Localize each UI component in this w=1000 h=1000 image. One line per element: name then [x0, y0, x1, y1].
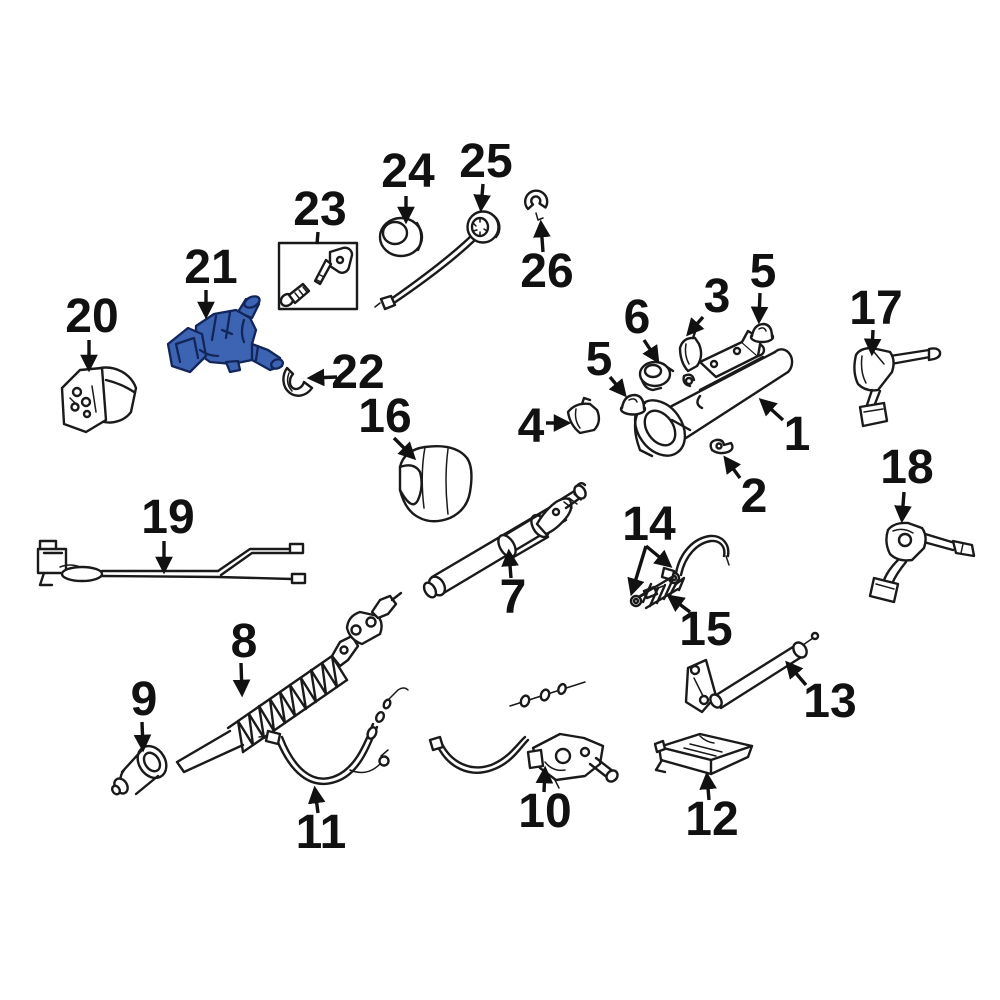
callout-6: 6: [624, 291, 660, 364]
part-26-drawing: [523, 189, 549, 221]
part-number-5b: 5: [586, 333, 613, 386]
callout-3: 3: [686, 270, 731, 337]
part-number-21: 21: [184, 241, 237, 294]
callout-24: 24: [381, 145, 435, 225]
callout-5b: 5: [586, 333, 627, 398]
part-number-10: 10: [518, 785, 571, 838]
part-number-9: 9: [131, 673, 158, 726]
part-number-23: 23: [293, 183, 346, 236]
part-12-drawing: [653, 732, 754, 776]
part-25-drawing: [374, 210, 501, 311]
callout-25: 25: [459, 135, 513, 213]
part-number-5a: 5: [750, 245, 777, 298]
part-number-8: 8: [231, 615, 258, 668]
callout-7: 7: [500, 548, 527, 624]
callout-4: 4: [518, 400, 572, 453]
part-number-2: 2: [741, 470, 768, 523]
part-6-drawing: [638, 360, 675, 392]
callout-1: 1: [758, 398, 811, 461]
callout-8: 8: [231, 615, 258, 698]
callout-15: 15: [666, 594, 733, 656]
callout-19: 19: [141, 491, 195, 575]
callout-22: 22: [306, 346, 385, 399]
part-number-15: 15: [679, 603, 732, 656]
callout-17: 17: [849, 282, 903, 357]
part-1-drawing: [633, 329, 794, 458]
part-number-19: 19: [141, 491, 194, 544]
part-number-22: 22: [331, 346, 384, 399]
part-9-drawing: [110, 744, 168, 796]
part-10-drawing: [428, 681, 619, 789]
part-number-25: 25: [459, 135, 512, 188]
part-number-12: 12: [685, 793, 738, 846]
part-number-11: 11: [296, 806, 347, 859]
part-number-6: 6: [624, 291, 651, 344]
callout-11: 11: [296, 785, 347, 859]
callout-9: 9: [131, 673, 158, 753]
part-5-lower-drawing: [619, 393, 647, 416]
callout-13: 13: [785, 660, 857, 728]
callout-2: 2: [723, 455, 768, 523]
part-7-drawing: [422, 482, 587, 599]
callout-10: 10: [518, 765, 572, 838]
part-20-drawing: [60, 366, 138, 434]
part-number-26: 26: [520, 245, 573, 298]
callout-5a: 5: [750, 245, 777, 325]
part-15-drawing: [638, 575, 686, 610]
part-number-3: 3: [704, 270, 731, 323]
part-19-drawing: [36, 539, 307, 587]
callout-23: 23: [293, 183, 347, 245]
part-4-drawing: [566, 396, 601, 435]
part-2-drawing: [709, 438, 734, 455]
part-13-drawing: [684, 631, 820, 714]
callout-21: 21: [184, 241, 238, 320]
part-number-14: 14: [622, 498, 676, 551]
part-number-7: 7: [500, 571, 527, 624]
part-number-20: 20: [65, 290, 118, 343]
part-8-drawing: [175, 591, 403, 774]
part-11-drawing: [258, 687, 409, 785]
part-18-drawing: [868, 521, 976, 604]
part-3-drawing: [678, 330, 703, 373]
part-21-drawing: [166, 295, 284, 374]
part-5-upper-drawing: [749, 322, 775, 344]
part-22-drawing: [282, 366, 314, 397]
callout-12: 12: [685, 771, 739, 846]
part-number-17: 17: [849, 282, 902, 335]
callout-20: 20: [65, 290, 119, 373]
part-number-24: 24: [381, 145, 435, 198]
callout-18: 18: [880, 441, 934, 524]
callout-16: 16: [358, 390, 417, 461]
part-number-18: 18: [880, 441, 933, 494]
part-number-1: 1: [784, 408, 811, 461]
callout-26: 26: [520, 219, 574, 298]
callout-14: 14: [622, 498, 676, 597]
part-17-drawing: [853, 346, 942, 428]
part-number-16: 16: [358, 390, 411, 443]
part-16-drawing: [398, 444, 473, 523]
part-number-13: 13: [803, 675, 856, 728]
part-23-drawing: [277, 241, 359, 311]
part-24-drawing: [378, 216, 424, 258]
part-number-4: 4: [518, 400, 545, 453]
